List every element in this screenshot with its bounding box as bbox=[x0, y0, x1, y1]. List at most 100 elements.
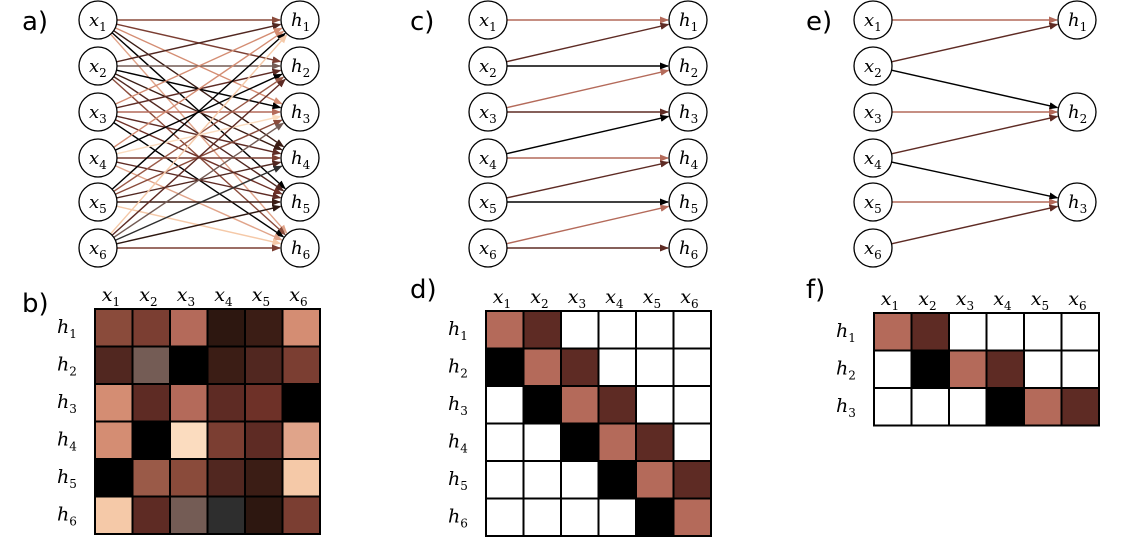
column-label-symbol: x bbox=[643, 286, 654, 308]
row-label: h1 bbox=[836, 320, 856, 345]
matrix-cell-h1-x3 bbox=[169, 308, 209, 348]
node-label-symbol: x bbox=[89, 56, 99, 77]
node-label-symbol: h bbox=[1068, 102, 1080, 123]
column-label: x5 bbox=[1031, 288, 1049, 313]
matrix-cell-h3-x1 bbox=[485, 385, 525, 425]
matrix-cell-h2-x2 bbox=[522, 347, 562, 387]
row-label: h6 bbox=[57, 503, 77, 528]
column-label: x4 bbox=[214, 284, 233, 309]
edge-x3-h1 bbox=[115, 27, 283, 105]
edge-x6-h5 bbox=[506, 204, 670, 245]
matrix-cell-h2-x6 bbox=[281, 345, 321, 385]
column-label: x1 bbox=[102, 284, 120, 309]
node-label-symbol: x bbox=[479, 102, 489, 123]
input-node: x5 bbox=[468, 182, 508, 222]
edge-x5-h1 bbox=[111, 32, 286, 190]
column-label-symbol: x bbox=[918, 288, 929, 310]
row-label-subscript: 2 bbox=[69, 364, 77, 378]
output-node: h1 bbox=[1057, 0, 1097, 40]
node-label-symbol: h bbox=[291, 102, 303, 123]
column-label-symbol: x bbox=[530, 286, 541, 308]
input-node: x3 bbox=[468, 92, 508, 132]
column-label: x1 bbox=[493, 286, 511, 311]
node-circle bbox=[78, 138, 118, 178]
row-label-symbol: h bbox=[448, 393, 460, 415]
edge-x6-h3 bbox=[891, 204, 1059, 245]
column-label-subscript: 3 bbox=[966, 299, 974, 313]
node-circle bbox=[1057, 0, 1097, 40]
output-node: h5 bbox=[280, 182, 320, 222]
matrix-cell-h5-x5 bbox=[635, 460, 675, 500]
node-circle bbox=[668, 228, 708, 268]
edge-x6-h3 bbox=[113, 122, 285, 238]
node-circle bbox=[853, 138, 893, 178]
node-circle bbox=[853, 46, 893, 86]
matrix-cell-h4-x5 bbox=[635, 422, 675, 462]
row-label-symbol: h bbox=[57, 353, 69, 375]
row-label-subscript: 2 bbox=[460, 366, 468, 380]
edge-x6-h1 bbox=[110, 34, 288, 235]
node-label-symbol: x bbox=[89, 192, 99, 213]
node-label: h2 bbox=[1068, 102, 1087, 126]
output-node: h1 bbox=[668, 0, 708, 40]
node-circle bbox=[78, 182, 118, 222]
node-label-subscript: 3 bbox=[99, 112, 107, 126]
matrix-cells bbox=[873, 312, 1100, 427]
node-label: x5 bbox=[864, 192, 882, 216]
node-circle bbox=[468, 138, 508, 178]
column-label: x6 bbox=[1068, 288, 1086, 313]
column-label-symbol: x bbox=[214, 284, 225, 306]
output-node: h6 bbox=[668, 228, 708, 268]
node-label-symbol: x bbox=[864, 56, 874, 77]
edge-x2-h1 bbox=[506, 22, 670, 63]
row-label-symbol: h bbox=[836, 395, 848, 417]
input-node: x2 bbox=[853, 46, 893, 86]
input-node: x4 bbox=[853, 138, 893, 178]
node-circle bbox=[468, 92, 508, 132]
input-node: x1 bbox=[853, 0, 893, 40]
matrix-cell-h3-x6 bbox=[1060, 387, 1100, 427]
matrix-cell-h6-x5 bbox=[635, 497, 675, 537]
column-label-subscript: 2 bbox=[929, 299, 937, 313]
matrix-cell-h4-x2 bbox=[131, 420, 171, 460]
node-label-subscript: 1 bbox=[691, 20, 699, 34]
node-label: h3 bbox=[679, 102, 698, 126]
row-label: h2 bbox=[448, 355, 468, 380]
row-label-subscript: 4 bbox=[460, 441, 468, 455]
node-label: h2 bbox=[679, 56, 698, 80]
matrix-cell-h3-x2 bbox=[522, 385, 562, 425]
row-label: h4 bbox=[448, 430, 468, 455]
node-label: x3 bbox=[479, 102, 497, 126]
matrix-cell-h2-x4 bbox=[985, 349, 1025, 389]
row-label: h3 bbox=[836, 395, 856, 420]
matrix-cell-h6-x5 bbox=[244, 495, 284, 535]
output-node: h5 bbox=[668, 182, 708, 222]
matrix-cell-h4-x6 bbox=[672, 422, 712, 462]
output-node: h3 bbox=[668, 92, 708, 132]
panel-label: f) bbox=[806, 275, 825, 305]
node-label-symbol: h bbox=[679, 192, 691, 213]
matrix-cell-h3-x1 bbox=[873, 387, 913, 427]
node-label-subscript: 4 bbox=[303, 158, 311, 172]
column-label-symbol: x bbox=[605, 286, 616, 308]
matrix-cell-h6-x2 bbox=[131, 495, 171, 535]
row-label-subscript: 5 bbox=[460, 479, 468, 493]
row-label: h5 bbox=[57, 466, 77, 491]
node-label-subscript: 4 bbox=[691, 158, 699, 172]
node-label: h6 bbox=[679, 238, 698, 262]
matrix-cell-h4-x1 bbox=[94, 420, 134, 460]
node-label-subscript: 1 bbox=[874, 20, 882, 34]
matrix-cell-h2-x4 bbox=[206, 345, 246, 385]
node-label-symbol: x bbox=[89, 238, 99, 259]
column-label: x5 bbox=[643, 286, 661, 311]
column-label: x2 bbox=[530, 286, 548, 311]
output-node: h6 bbox=[280, 228, 320, 268]
edge-group bbox=[506, 16, 670, 252]
matrix-cell-h1-x5 bbox=[1023, 312, 1063, 352]
node-label-symbol: x bbox=[864, 238, 874, 259]
node-label: h4 bbox=[291, 148, 311, 172]
